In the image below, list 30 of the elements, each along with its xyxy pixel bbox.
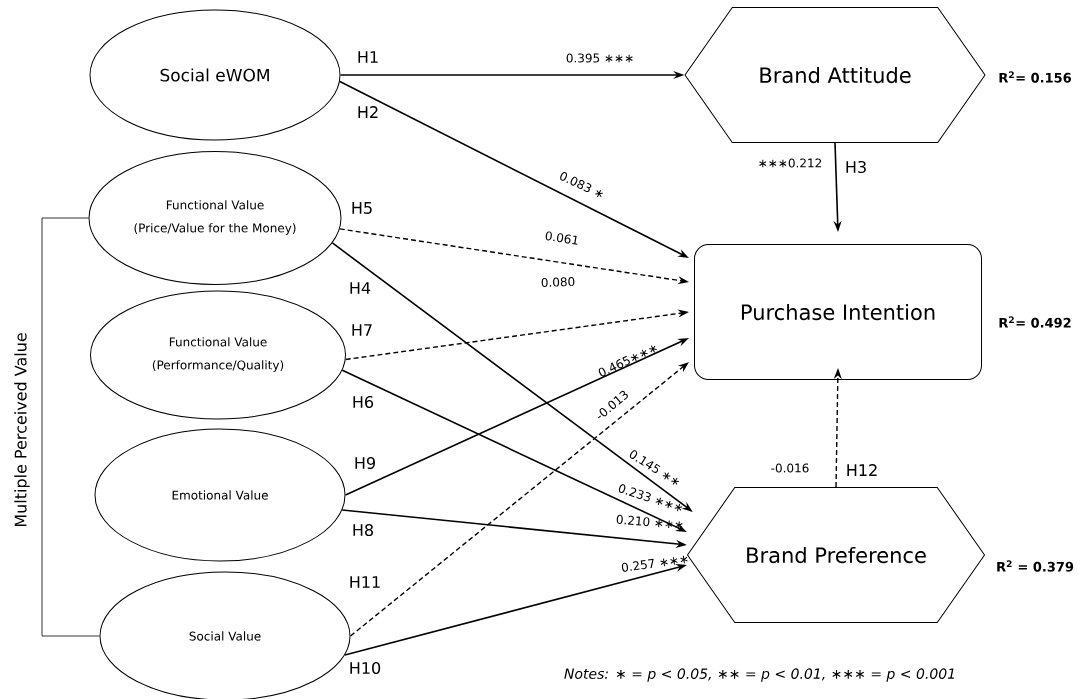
bracket-line <box>41 217 100 637</box>
hypothesis-label: H6 <box>353 395 374 409</box>
hypothesis-label: H2 <box>358 106 378 118</box>
path-arrow <box>349 362 689 637</box>
coefficient-label: 0.233 ∗∗∗ <box>618 484 683 512</box>
hypothesis-label: H5 <box>352 202 372 214</box>
coefficient-label: 0.083 ∗ <box>560 172 603 198</box>
notes-text: Notes: ∗ = p < 0.05, ∗∗ = p < 0.01, ∗∗∗ = p < 0.001 <box>564 668 954 682</box>
coefficient-label: 0.080 <box>541 277 575 287</box>
coefficient-label: ∗∗∗0.212 <box>759 158 822 168</box>
coefficient-label: 0.061 <box>545 231 578 245</box>
coefficient-label: -0.016 <box>771 463 809 473</box>
r-squared-label: R$^{2}$ = 0.379 <box>997 560 1074 572</box>
group-label: Multiple Perceived Value <box>12 330 32 530</box>
hypothesis-label: H7 <box>352 324 372 336</box>
hypothesis-label: H11 <box>350 576 380 588</box>
hypothesis-label: H12 <box>847 464 877 476</box>
r-squared-label: R$^{2}$= 0.156 <box>999 71 1071 83</box>
construct-hexagon: Brand Attitude <box>684 7 986 143</box>
construct-box: Purchase Intention <box>694 244 982 380</box>
coefficient-label: 0.257 ∗∗∗ <box>621 555 688 572</box>
construct-hexagon: Brand Preference <box>687 487 985 623</box>
hypothesis-label: H4 <box>350 282 371 294</box>
hypothesis-label: H3 <box>846 160 866 174</box>
hypothesis-label: H10 <box>350 661 381 675</box>
coefficient-label: 0.395 ∗∗∗ <box>566 53 633 63</box>
hypothesis-label: H8 <box>353 523 373 537</box>
r-squared-label: R$^{2}$= 0.492 <box>999 316 1071 328</box>
hypothesis-label: H1 <box>358 51 378 63</box>
hypothesis-label: H9 <box>355 456 375 470</box>
